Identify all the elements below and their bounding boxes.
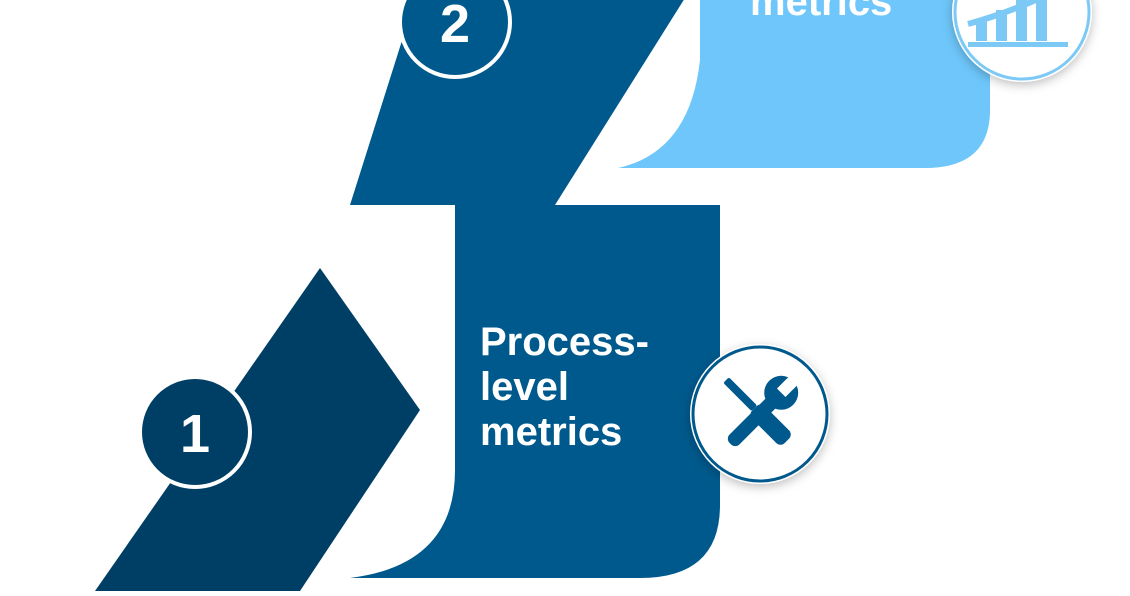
bar-chart-icon: [952, 0, 1092, 82]
tools-icon: [690, 344, 830, 484]
step-2-label: Process- level metrics: [480, 320, 649, 454]
step-3-label: metrics: [750, 0, 893, 24]
step-1-number-badge: 1: [138, 375, 252, 489]
step-2-shape: [350, 205, 720, 578]
step-1-number: 1: [180, 404, 210, 464]
step-2-number: 2: [440, 0, 470, 54]
step-3-shape: [618, 0, 990, 168]
step-2-number-badge: 2: [398, 0, 512, 79]
step-1-shape: [95, 268, 420, 591]
wrench-icon: [727, 372, 802, 447]
